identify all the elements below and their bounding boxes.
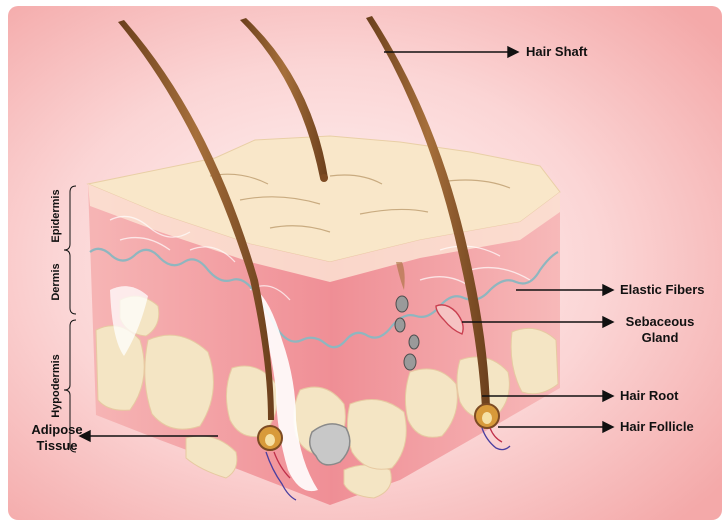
label-elastic-fibers: Elastic Fibers (620, 282, 705, 298)
label-sebaceous-gland: Sebaceous Gland (618, 314, 702, 346)
label-hair-root: Hair Root (620, 388, 679, 404)
label-adipose-line2: Tissue (20, 438, 94, 454)
label-sebaceous-line1: Sebaceous (618, 314, 702, 330)
label-hair-shaft: Hair Shaft (526, 44, 587, 60)
layer-label-dermis: Dermis (50, 242, 62, 322)
label-hair-follicle: Hair Follicle (620, 419, 694, 435)
label-adipose-tissue: Adipose Tissue (20, 422, 94, 454)
label-sebaceous-line2: Gland (618, 330, 702, 346)
layer-label-hypodermis: Hypodermis (50, 346, 62, 426)
